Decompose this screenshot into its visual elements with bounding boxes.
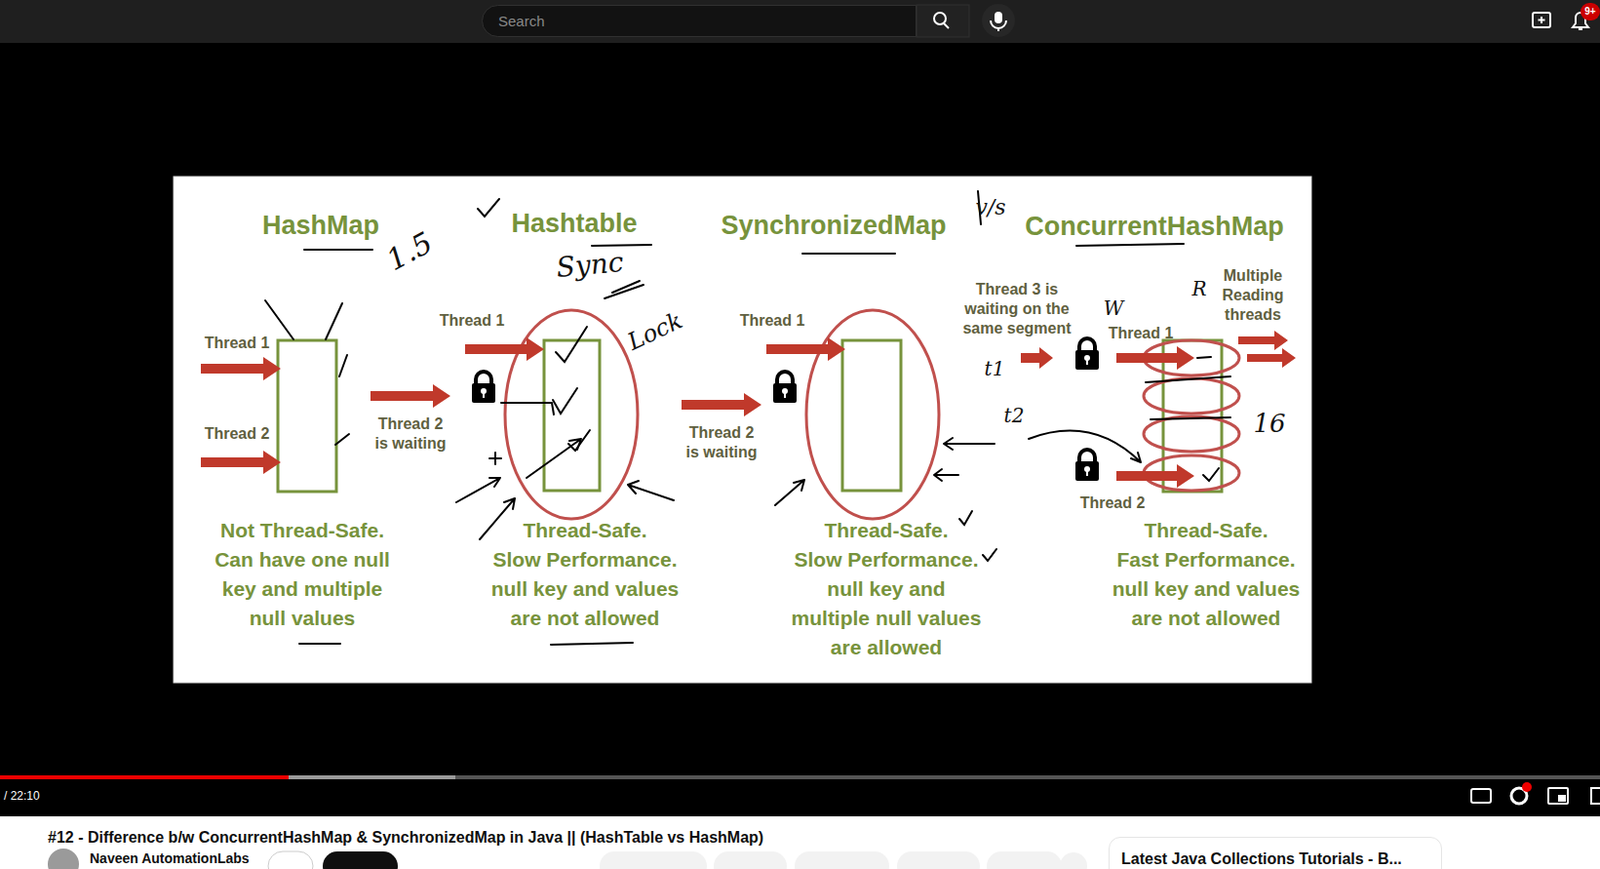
action-pill xyxy=(986,851,1062,869)
create-icon xyxy=(1532,12,1551,28)
video-area xyxy=(0,42,1600,817)
thread-arrow xyxy=(766,337,846,361)
lock-icon xyxy=(773,371,797,403)
channel-avatar xyxy=(47,848,79,869)
top-bar xyxy=(0,0,1600,43)
handwritten-note: 16 xyxy=(1252,408,1286,439)
channel-name: Naveen AutomationLabs xyxy=(89,850,250,867)
column-heading: HashMap xyxy=(262,209,380,241)
handwritten-marks xyxy=(1028,356,1231,481)
handwritten-note: Sync xyxy=(554,245,625,285)
thread-label: Thread 1 xyxy=(439,311,506,330)
lock-ellipse xyxy=(806,310,939,519)
thread-arrow xyxy=(1116,464,1195,488)
property-text: null key and values are not allowed xyxy=(1101,574,1312,633)
thread-label: Thread 1 xyxy=(1108,323,1174,343)
property-text: Slow Performance. xyxy=(793,545,978,575)
property-text: Fast Performance. xyxy=(1116,545,1295,575)
subtitles-icon xyxy=(1471,788,1491,803)
time-display: / 22:10 xyxy=(3,788,40,803)
segment-ellipse xyxy=(1143,340,1240,491)
column-heading: Hashtable xyxy=(510,207,637,239)
video-title: #12 - Difference b/w ConcurrentHashMap &… xyxy=(47,827,764,847)
thread-arrow xyxy=(681,392,762,417)
thread-label: Thread 2 is waiting xyxy=(682,423,761,463)
handwritten-note: v/s xyxy=(975,195,1006,221)
join-pill xyxy=(268,851,313,869)
progress-track xyxy=(0,775,1600,780)
column-heading: SynchronizedMap xyxy=(720,209,946,241)
property-text: Not Thread-Safe. xyxy=(220,515,385,546)
handwritten-note: t1 xyxy=(984,356,1006,381)
thread-label: Multiple Reading threads xyxy=(1213,266,1292,325)
property-text: Slow Performance. xyxy=(492,545,677,575)
thread-arrow xyxy=(1020,347,1054,369)
property-text: null key and multiple null values are al… xyxy=(788,574,985,663)
handwritten-note: R xyxy=(1191,276,1207,301)
handwritten-note: 1.5 xyxy=(380,225,438,278)
handwritten-marks xyxy=(775,437,997,561)
thread-arrow xyxy=(1247,348,1296,368)
bucket-box xyxy=(842,340,901,491)
property-text: null key and values are not allowed xyxy=(480,574,691,633)
action-pill xyxy=(794,851,890,869)
bucket-box xyxy=(544,340,600,491)
search-box: Search xyxy=(481,4,917,38)
notification-badge-text: 9+ xyxy=(1584,5,1596,18)
thread-arrow xyxy=(200,450,281,474)
thread-label: Thread 2 xyxy=(204,424,271,443)
buffer-bar xyxy=(288,775,456,780)
thread-label: Thread 2 xyxy=(1080,493,1146,512)
thread-arrow xyxy=(370,384,451,408)
playlist-panel: Latest Java Collections Tutorials - B... xyxy=(1108,836,1443,869)
progress-bar xyxy=(0,775,289,780)
search-button xyxy=(916,4,970,38)
thread-arrow xyxy=(1238,330,1288,351)
thread-label: Thread 3 is waiting on the same segment xyxy=(957,279,1077,339)
column-heading: ConcurrentHashMap xyxy=(1024,210,1285,242)
search-icon xyxy=(934,12,946,25)
handwritten-note: Lock xyxy=(623,307,687,357)
handwritten-note: t2 xyxy=(1004,403,1025,428)
lock-icon xyxy=(1075,338,1099,370)
property-text: Can have one null key and multiple null … xyxy=(204,545,400,633)
theater-icon xyxy=(1591,787,1600,804)
thread-arrow xyxy=(465,337,545,361)
thread-label: Thread 1 xyxy=(740,311,806,330)
lock-icon xyxy=(471,371,496,403)
action-pill xyxy=(713,851,787,869)
property-text: Thread-Safe. xyxy=(1143,515,1268,546)
thread-arrow xyxy=(1116,346,1195,370)
search-box-text: Search xyxy=(498,12,546,31)
bucket-box xyxy=(277,340,337,492)
notification-badge: 9+ xyxy=(1580,2,1600,21)
handwritten-note: W xyxy=(1103,296,1125,320)
mic-button xyxy=(981,3,1015,38)
more-button xyxy=(1059,852,1088,869)
lock-ellipse xyxy=(505,310,638,519)
playlist-panel-text: Latest Java Collections Tutorials - B... xyxy=(1121,849,1403,868)
property-text: Thread-Safe. xyxy=(522,515,647,546)
subscribe-pill xyxy=(322,851,398,869)
thread-label: Thread 1 xyxy=(204,333,271,352)
thread-arrow xyxy=(200,356,281,381)
action-pill xyxy=(599,851,707,869)
action-pill xyxy=(897,851,980,869)
lock-icon xyxy=(1075,449,1099,481)
property-text: Thread-Safe. xyxy=(823,515,948,546)
slide xyxy=(173,176,1312,683)
thread-label: Thread 2 is waiting xyxy=(371,414,450,454)
miniplayer-icon xyxy=(1548,787,1568,804)
